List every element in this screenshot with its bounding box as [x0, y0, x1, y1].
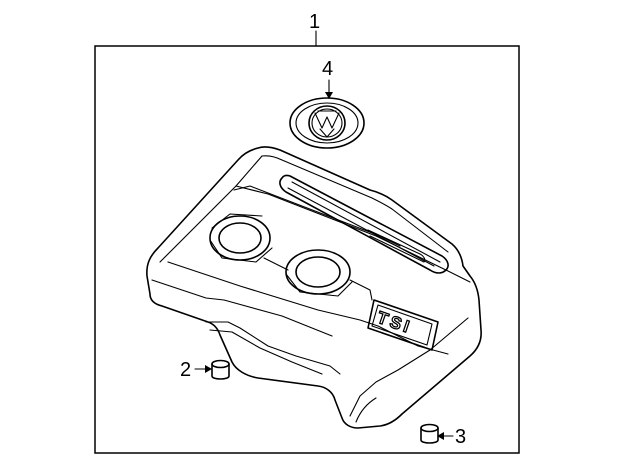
- grommet-2: [211, 359, 230, 380]
- callout-3-label: 3: [455, 426, 466, 448]
- diagram-frame: [94, 45, 520, 454]
- tsi-badge: TSI: [367, 299, 439, 351]
- callout-4: 4: [322, 58, 333, 99]
- callout-1: 1: [309, 11, 320, 47]
- vw-emblem: [289, 97, 365, 149]
- callout-3: 3: [437, 426, 466, 448]
- engine-cover: TSI: [146, 146, 482, 429]
- callout-1-label: 1: [309, 11, 320, 33]
- callout-2-label: 2: [180, 359, 191, 381]
- callout-2: 2: [180, 359, 212, 381]
- callout-4-label: 4: [322, 58, 333, 80]
- grommet-3: [420, 423, 439, 444]
